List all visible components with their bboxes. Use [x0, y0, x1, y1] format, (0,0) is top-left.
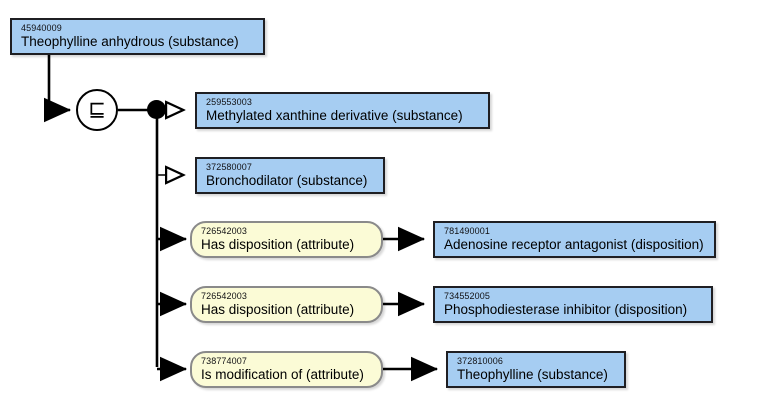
focus-concept-term: Theophylline anhydrous (substance): [21, 34, 239, 50]
subsumption-glyph: ⊑: [88, 96, 106, 121]
parent-1-sctid: 259553003: [206, 97, 252, 107]
attribute-3-term: Is modification of (attribute): [201, 367, 364, 383]
parent-concept-node-1[interactable]: 259553003 Methylated xanthine derivative…: [195, 92, 490, 129]
attribute-2-sctid: 726542003: [201, 291, 247, 301]
attribute-2-term: Has disposition (attribute): [201, 302, 355, 318]
conjunction-node-icon: [147, 100, 166, 119]
focus-concept-sctid: 45940009: [21, 23, 62, 33]
attribute-value-3-term: Theophylline (substance): [457, 367, 608, 383]
attribute-value-3-sctid: 372810006: [457, 356, 503, 366]
attribute-node-3[interactable]: 738774007 Is modification of (attribute): [190, 351, 383, 388]
parent-concept-node-2[interactable]: 372580007 Bronchodilator (substance): [195, 157, 385, 194]
attribute-value-2-sctid: 734552005: [444, 291, 490, 301]
parent-2-term: Bronchodilator (substance): [206, 173, 368, 189]
attribute-1-term: Has disposition (attribute): [201, 237, 355, 253]
attribute-3-sctid: 738774007: [201, 356, 247, 366]
edge-focus-to-operator: [44, 55, 72, 123]
focus-concept-node[interactable]: 45940009 Theophylline anhydrous (substan…: [10, 18, 265, 55]
attribute-value-node-1[interactable]: 781490001 Adenosine receptor antagonist …: [433, 221, 716, 258]
attribute-value-node-3[interactable]: 372810006 Theophylline (substance): [446, 351, 626, 388]
attribute-value-1-sctid: 781490001: [444, 226, 490, 236]
attribute-node-2[interactable]: 726542003 Has disposition (attribute): [190, 286, 383, 323]
attribute-1-sctid: 726542003: [201, 226, 247, 236]
subsumption-operator-icon: ⊑: [76, 89, 118, 131]
parent-2-sctid: 372580007: [206, 162, 252, 172]
parent-1-term: Methylated xanthine derivative (substanc…: [206, 108, 463, 124]
attribute-value-2-term: Phosphodiesterase inhibitor (disposition…: [444, 302, 688, 318]
attribute-value-node-2[interactable]: 734552005 Phosphodiesterase inhibitor (d…: [433, 286, 713, 323]
attribute-node-1[interactable]: 726542003 Has disposition (attribute): [190, 221, 383, 258]
attribute-value-1-term: Adenosine receptor antagonist (dispositi…: [444, 237, 704, 253]
